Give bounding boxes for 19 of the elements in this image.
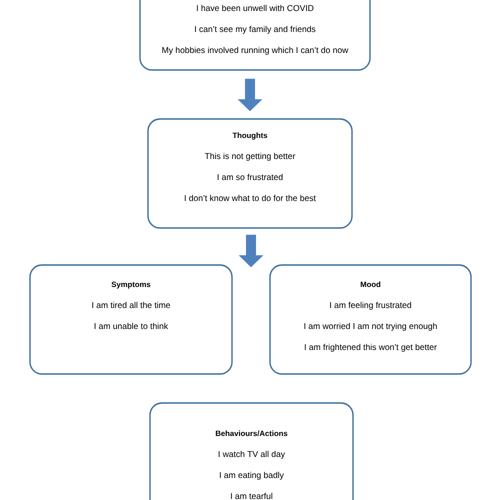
statement: I don’t know what to do for the best [184,194,316,202]
statement: This is not getting better [204,152,296,161]
statement: I am frightened this won’t get better [304,344,437,352]
rounded-box [269,264,472,375]
statement: I can’t see my family and friends [195,26,316,34]
rounded-box [29,264,233,375]
statement: I am unable to think [94,322,168,330]
statement: My hobbies involved running which I can’t do now [162,46,348,55]
statement: I am tearful [231,492,272,500]
statement: I watch TV all day [218,450,286,459]
statement: I am so frustrated [218,174,283,180]
statement: I have been unwell with COVID [196,4,314,12]
statement: I am worried I am not trying enough [304,322,437,331]
rounded-box [149,402,354,500]
statement: I am feeling frustrated [330,302,412,310]
rounded-box [147,118,353,229]
statement: I am eating badly [220,472,284,480]
rounded-box [139,0,371,71]
statement: I am tired all the time [92,302,170,308]
